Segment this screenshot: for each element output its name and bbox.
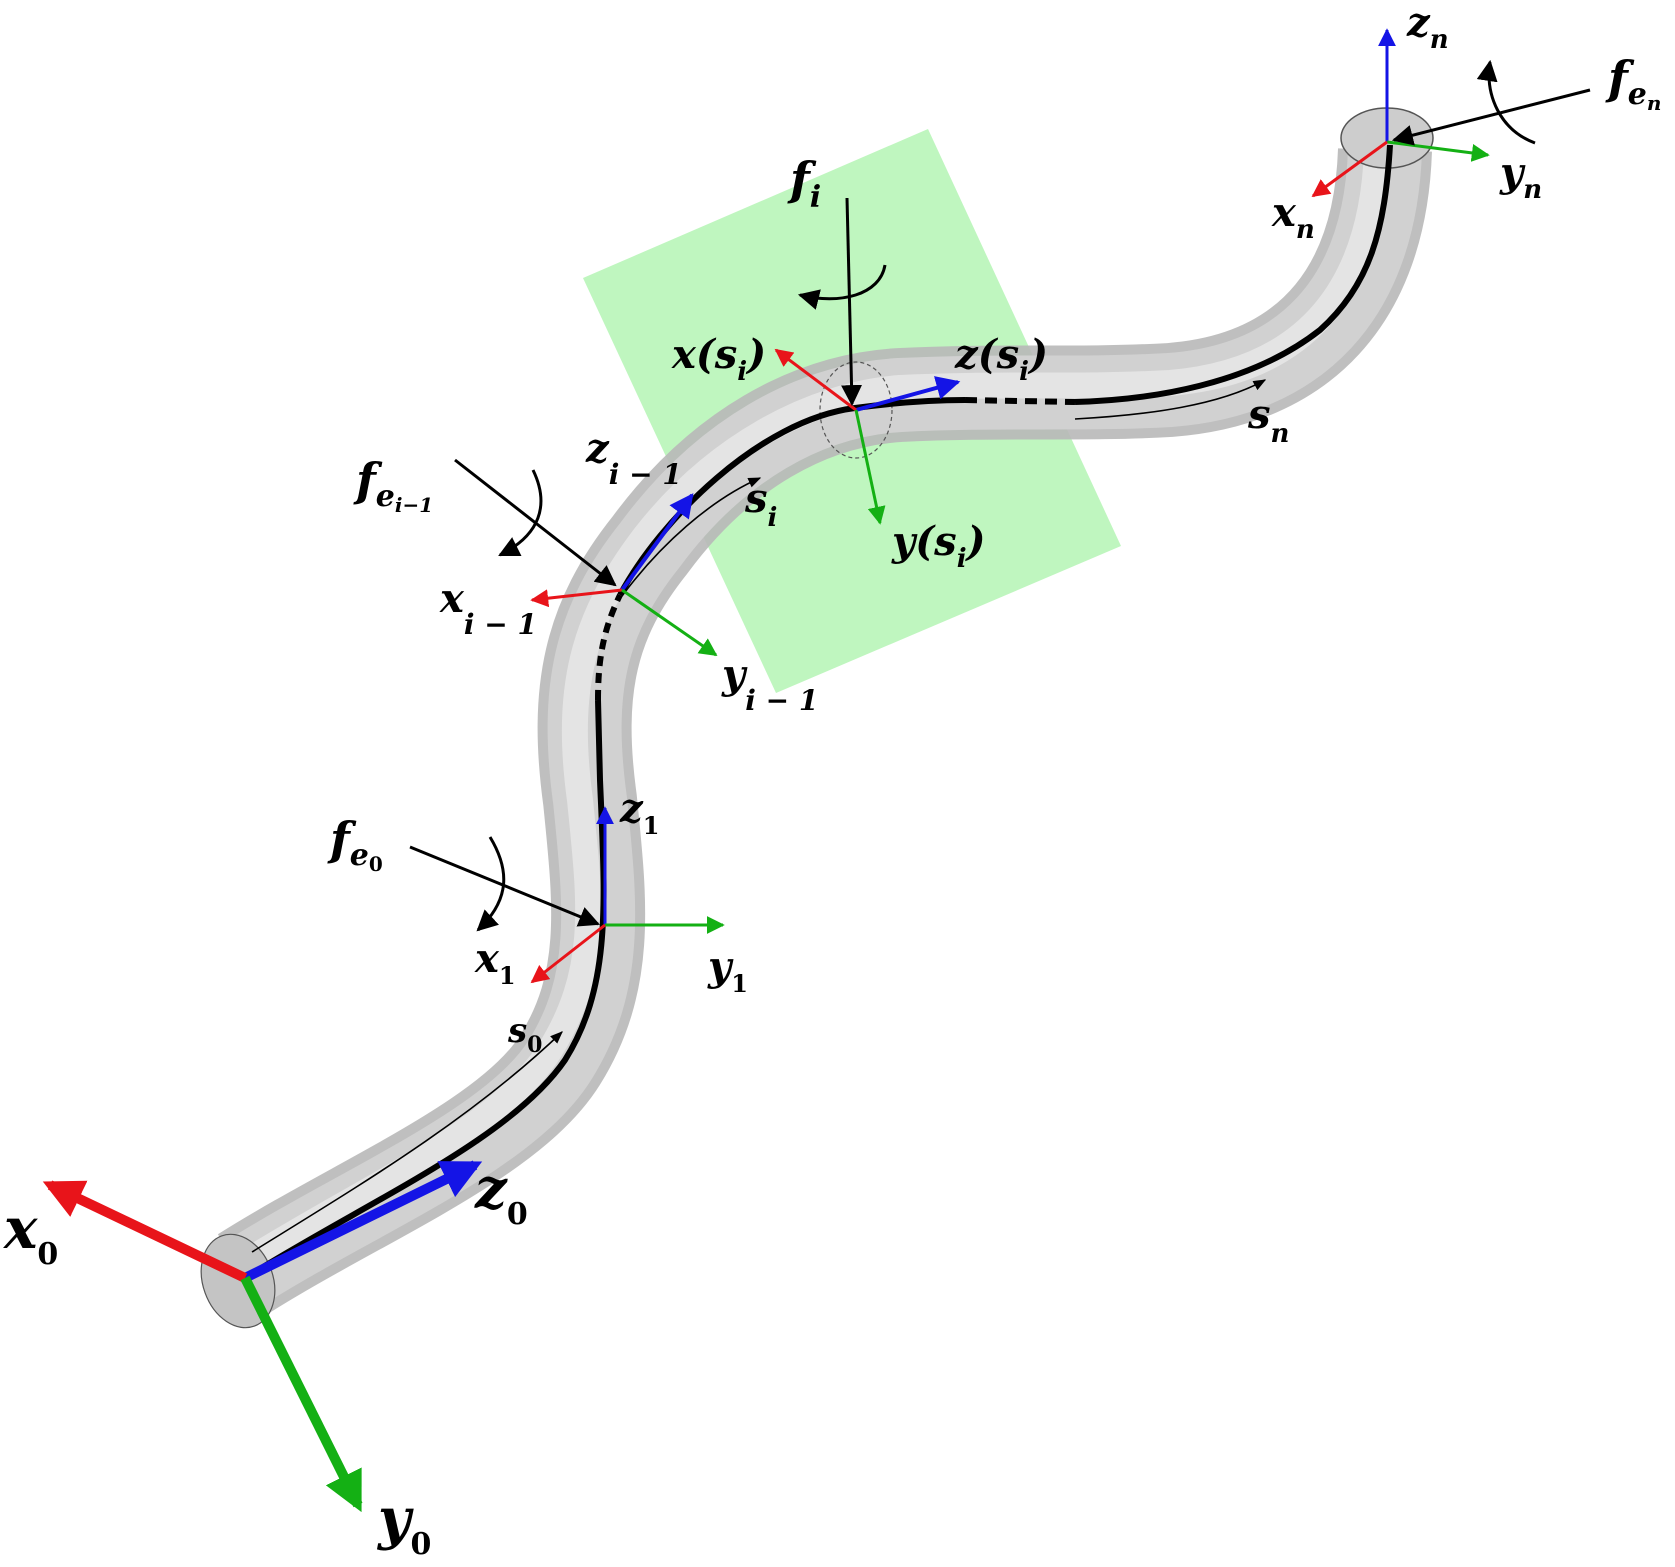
label-fen: fen bbox=[1605, 51, 1661, 115]
label-sn: sn bbox=[1247, 391, 1289, 449]
label-yn: yn bbox=[1499, 149, 1542, 205]
force-fen-arrow bbox=[1391, 88, 1591, 146]
label-xprev: xi − 1 bbox=[439, 575, 537, 641]
moment-fe0-arrow bbox=[476, 836, 506, 932]
label-xn: xn bbox=[1271, 189, 1315, 245]
tip-x-axis bbox=[1311, 140, 1388, 198]
section-y-axis bbox=[854, 409, 886, 525]
label-s0: s0 bbox=[507, 1011, 542, 1058]
label-x-si: x(si) bbox=[671, 331, 766, 387]
moment-fi-arrow bbox=[797, 264, 887, 310]
base-z-axis bbox=[242, 1160, 483, 1283]
frame1-x-axis bbox=[530, 923, 606, 984]
label-yprev: yi − 1 bbox=[721, 651, 818, 717]
label-zn: zn bbox=[1406, 0, 1449, 55]
si-arc-arrow bbox=[621, 477, 762, 597]
label-z0: z0 bbox=[474, 1156, 528, 1232]
label-y0: y0 bbox=[376, 1486, 431, 1562]
rod-highlight bbox=[236, 149, 1390, 1275]
label-si: si bbox=[744, 475, 777, 533]
base-x-axis bbox=[42, 1180, 248, 1283]
frameprev-x-axis bbox=[530, 588, 623, 608]
rod-section-outline bbox=[819, 361, 893, 459]
centerline-dashed-1 bbox=[595, 593, 623, 701]
moment-feprev-arrow bbox=[498, 469, 543, 557]
label-x1: x1 bbox=[474, 935, 516, 990]
label-fe0: fe0 bbox=[327, 812, 383, 876]
centerline-dashed-2 bbox=[964, 397, 1076, 405]
label-feprev: fei−1 bbox=[353, 453, 433, 517]
frameprev-y-axis bbox=[621, 588, 718, 657]
force-fi-arrow bbox=[841, 197, 863, 407]
label-y-si: y(si) bbox=[891, 518, 986, 574]
s0-arc-arrow bbox=[251, 1031, 563, 1253]
label-x0: x0 bbox=[3, 1196, 58, 1272]
label-z1: z1 bbox=[619, 785, 659, 840]
label-y1: y1 bbox=[707, 943, 748, 998]
sn-arc-arrow bbox=[1074, 379, 1267, 420]
frameprev-z-axis bbox=[620, 493, 694, 592]
label-z-si: z(si) bbox=[954, 331, 1048, 387]
base-y-axis bbox=[240, 1275, 363, 1513]
label-zprev: zi − 1 bbox=[585, 425, 682, 491]
centerline-segment-3 bbox=[1074, 144, 1393, 405]
label-fi: fi bbox=[787, 152, 821, 215]
centerline-segment-1 bbox=[243, 699, 607, 1281]
moment-fen-arrow bbox=[1476, 59, 1536, 145]
section-z-axis bbox=[855, 376, 961, 412]
